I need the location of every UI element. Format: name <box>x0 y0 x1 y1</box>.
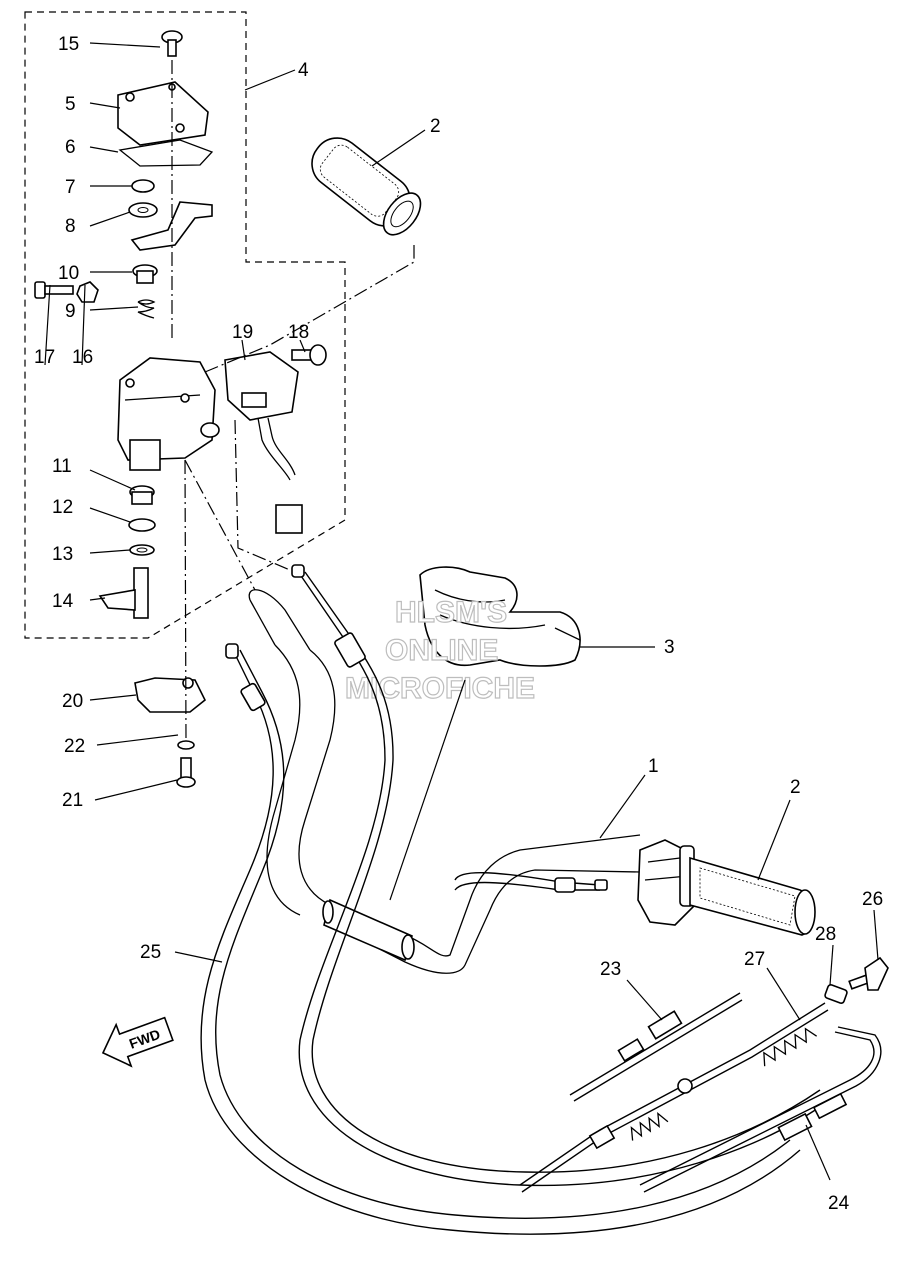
cable-23 <box>569 992 743 1102</box>
label-6: 6 <box>65 137 76 158</box>
label-11: 11 <box>52 456 72 477</box>
label-27: 27 <box>744 949 765 970</box>
label-7: 7 <box>65 177 76 198</box>
label-14: 14 <box>52 591 74 612</box>
label-25: 25 <box>140 942 161 963</box>
label-10: 10 <box>58 263 79 284</box>
washer-8 <box>128 202 158 218</box>
washer-12 <box>128 518 156 532</box>
label-16: 16 <box>72 347 93 368</box>
wing-bolt-26 <box>848 956 889 991</box>
throttle-housing <box>637 839 696 926</box>
bolt-21 <box>176 757 196 788</box>
collar-10 <box>132 264 158 284</box>
cover-5 <box>117 81 209 146</box>
label-17: 17 <box>34 347 55 368</box>
label-13: 13 <box>52 544 73 565</box>
assembly-boundary <box>24 11 346 639</box>
label-26: 26 <box>862 889 883 910</box>
label-9: 9 <box>65 301 76 322</box>
grip-top <box>311 137 422 236</box>
bolt-17 <box>34 281 74 299</box>
spring-9 <box>137 299 156 319</box>
cable-24 <box>639 1026 882 1193</box>
leader-lines <box>44 42 879 1181</box>
label-2-bottom: 2 <box>790 777 801 798</box>
label-28: 28 <box>815 924 836 945</box>
gasket-6 <box>118 139 214 167</box>
cable-27 <box>519 1002 829 1193</box>
handguard <box>419 566 581 667</box>
watermark-line1: HLSM'S <box>395 596 507 629</box>
label-24: 24 <box>828 1193 850 1214</box>
screw-18 <box>291 344 327 366</box>
switch-19 <box>224 351 303 534</box>
fwd-arrow: FWD <box>101 1016 174 1068</box>
label-12: 12 <box>52 497 73 518</box>
bushing-7 <box>131 179 155 193</box>
cable-25 <box>200 647 801 1235</box>
label-20: 20 <box>62 691 83 712</box>
label-8: 8 <box>65 216 76 237</box>
assembly-line-5 <box>234 419 291 571</box>
label-15: 15 <box>58 34 79 55</box>
label-23: 23 <box>600 959 621 980</box>
bracket <box>130 201 213 251</box>
washer-22 <box>177 740 195 750</box>
watermark-line2: ONLINE <box>385 634 498 667</box>
assembly-line-4 <box>184 459 256 591</box>
arrow-icon <box>101 1016 174 1068</box>
label-18: 18 <box>288 322 309 343</box>
nut-16 <box>76 281 99 303</box>
watermark-line3: MICROFICHE <box>345 672 535 705</box>
throttle-cable <box>296 569 831 1187</box>
assembly-line-3 <box>204 245 415 373</box>
label-22: 22 <box>64 736 85 757</box>
label-19: 19 <box>232 322 253 343</box>
label-2-top: 2 <box>430 116 441 137</box>
clamp-20 <box>134 677 207 713</box>
lever-14 <box>98 567 149 619</box>
grommet-11 <box>129 485 155 505</box>
label-4: 4 <box>298 60 309 81</box>
fitting-28 <box>824 984 848 1004</box>
label-1: 1 <box>648 756 659 777</box>
washer-13 <box>129 544 155 556</box>
label-5: 5 <box>65 94 76 115</box>
screw-15 <box>161 30 183 57</box>
label-21: 21 <box>62 790 83 811</box>
label-3: 3 <box>664 637 675 658</box>
handlebar <box>248 589 641 974</box>
switch-housing <box>117 357 220 471</box>
grip-bottom <box>689 856 816 936</box>
